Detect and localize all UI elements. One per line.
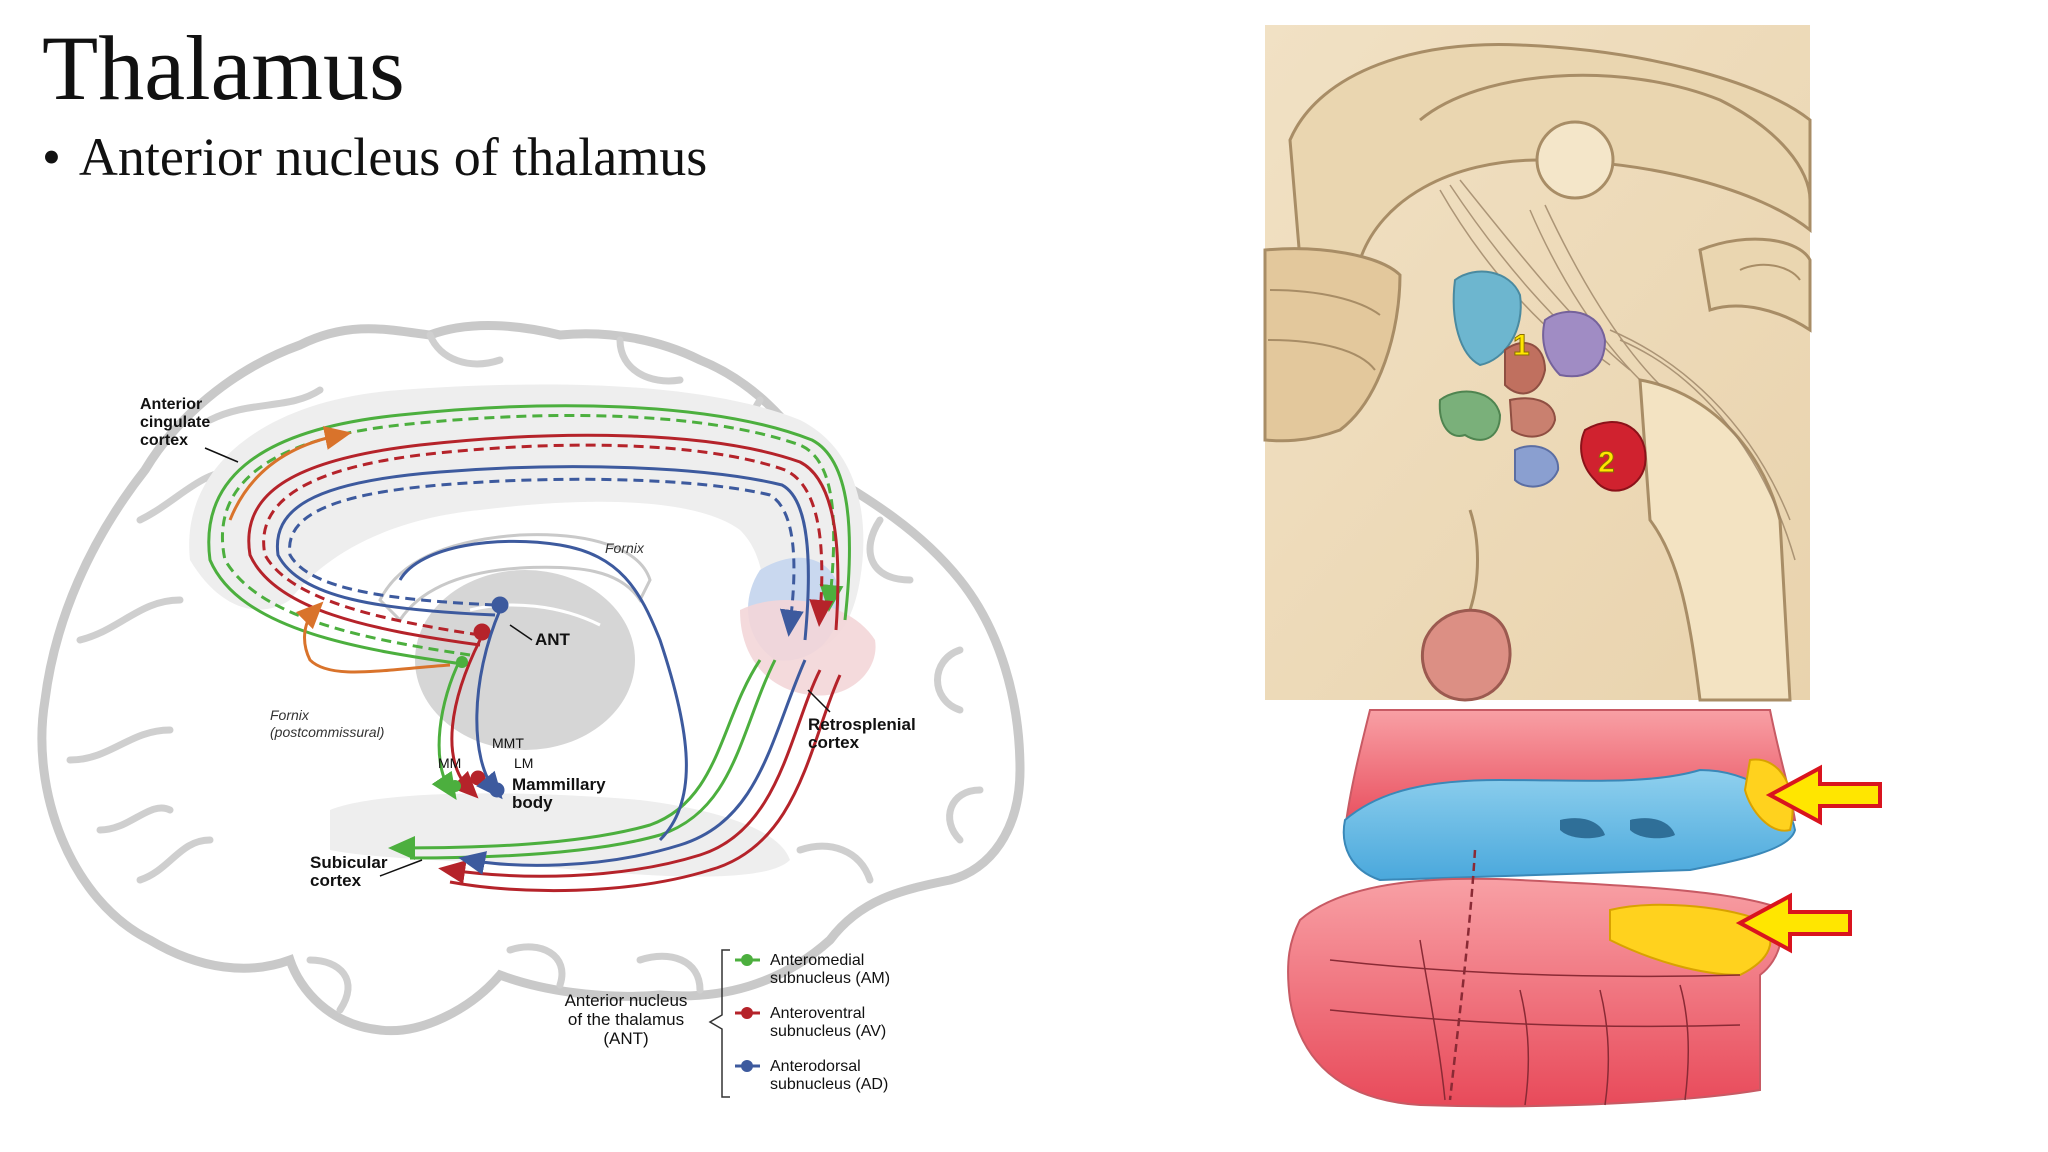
legend: Anterior nucleus of the thalamus (ANT) A… [565, 949, 890, 1098]
figure-label-1: 1 [1513, 329, 1530, 362]
subicular-region [330, 793, 790, 877]
label-acc-1: Anterior [140, 396, 202, 413]
ad-pathway [275, 465, 810, 875]
legend-group-1: Anterior nucleus [565, 991, 688, 1010]
label-mammillary-2: body [512, 793, 553, 812]
label-subicular-2: cortex [310, 871, 362, 890]
label-fornix-post-2: (postcommissural) [270, 724, 384, 740]
label-subicular-1: Subicular [310, 853, 388, 872]
fornix-shape [378, 533, 652, 623]
thalamus-shape [415, 570, 635, 750]
label-fornix-post-1: Fornix [270, 707, 310, 723]
legend-ad-1: Anterodorsal [770, 1058, 861, 1075]
legend-am-swatch [741, 954, 753, 966]
figure-label-2: 2 [1598, 446, 1615, 479]
label-mm: MM [438, 755, 461, 771]
label-ant: ANT [535, 630, 571, 649]
bullet-dot-icon: • [42, 127, 61, 187]
label-mammillary-1: Mammillary [512, 775, 606, 794]
arrow-icon [1735, 892, 1852, 954]
legend-am-1: Anteromedial [770, 952, 864, 969]
legend-ad-2: subnucleus (AD) [770, 1076, 888, 1093]
slide-bullet: • Anterior nucleus of thalamus [42, 130, 707, 184]
legend-am-2: subnucleus (AM) [770, 970, 890, 987]
legend-ad-swatch [741, 1060, 753, 1072]
label-mmt: MMT [492, 735, 524, 751]
legend-av-1: Anteroventral [770, 1005, 865, 1022]
label-lm: LM [514, 755, 533, 771]
label-fornix: Fornix [605, 540, 645, 556]
cortical-pathway [228, 426, 451, 674]
retrosplenial-pink [740, 600, 876, 696]
label-acc-2: cingulate [140, 414, 210, 431]
sagittal-illustration: 1 2 [1263, 25, 1812, 702]
arrow-icon [1765, 764, 1882, 826]
label-acc-3: cortex [140, 432, 188, 449]
legend-av-swatch [741, 1007, 753, 1019]
bullet-text: Anterior nucleus of thalamus [78, 127, 708, 187]
label-retrosplenial-1: Retrosplenial [808, 715, 916, 734]
brain-gyri [66, 331, 984, 1014]
cingulate-region [189, 384, 864, 653]
legend-group-2: of the thalamus [568, 1010, 684, 1029]
circuit-diagram: Anterior cingulate cortex Fornix ANT For… [37, 321, 1025, 1036]
label-retrosplenial-2: cortex [808, 733, 860, 752]
legend-group-3: (ANT) [603, 1029, 648, 1048]
slide-title: Thalamus [42, 17, 405, 119]
mammillary-section [1287, 709, 1882, 1108]
av-pathway [247, 433, 842, 893]
legend-av-2: subnucleus (AV) [770, 1023, 886, 1040]
